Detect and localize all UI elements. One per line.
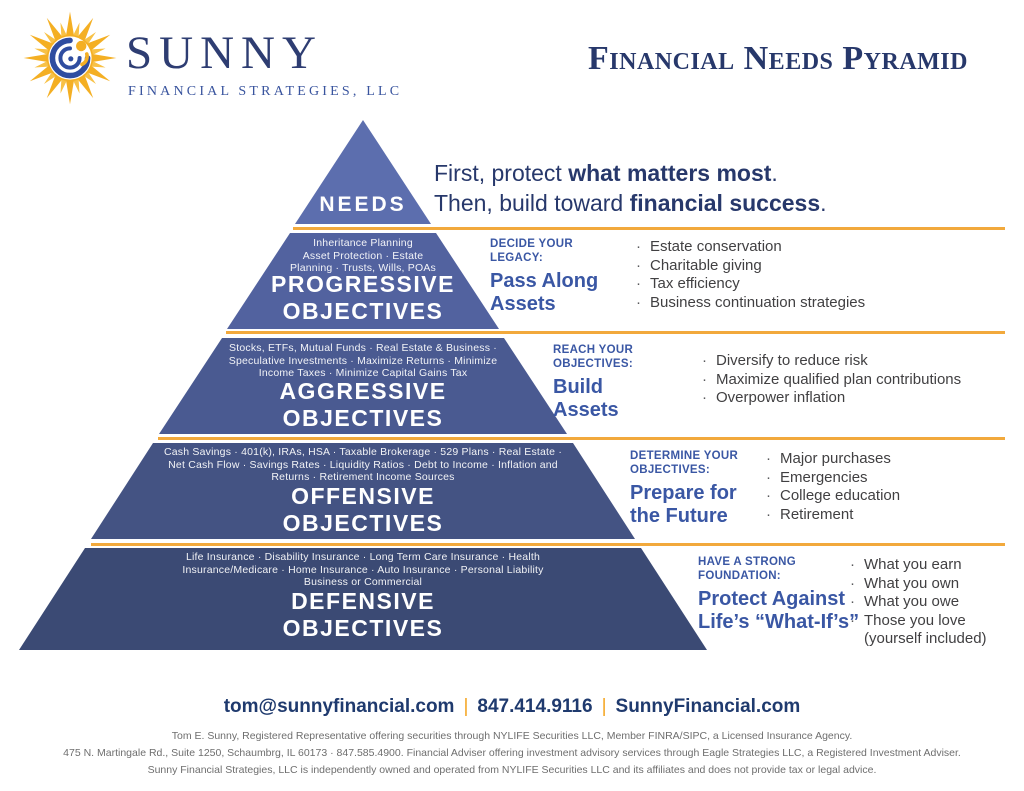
intro-line1: First, protect what matters most. xyxy=(434,160,778,186)
page-title: Financial Needs Pyramid xyxy=(588,40,968,77)
list-item: ·Overpower inflation xyxy=(702,389,846,406)
email-link[interactable]: tom@sunnyfinancial.com xyxy=(223,696,455,717)
sun-logo-icon xyxy=(23,11,117,105)
bullet-dot-icon: · xyxy=(850,556,855,573)
bullet-dot-icon: · xyxy=(636,256,641,274)
defensive-level-title: DEFENSIVE OBJECTIVES xyxy=(282,588,444,641)
intro-tagline: First, protect what matters most. Then, … xyxy=(434,158,827,218)
legal-disclaimer: Tom E. Sunny, Registered Representative … xyxy=(0,728,1024,779)
divider-line-3 xyxy=(158,437,1005,440)
bullet-dot-icon: · xyxy=(766,487,771,504)
bullet-dot-icon: · xyxy=(636,275,641,292)
bullet-dot-icon: · xyxy=(636,238,641,255)
bullet-dot-icon: · xyxy=(636,293,641,311)
list-item: ·What you earn xyxy=(850,556,962,573)
contact-separator: | xyxy=(601,696,607,717)
section-pass-along-assets: DECIDE YOUR LEGACY: Pass Along Assets xyxy=(490,238,598,316)
list-item: ·Emergencies xyxy=(766,468,868,486)
list-item: ·Diversify to reduce risk xyxy=(702,352,868,369)
prepare-for-the-future-bullet-list: ·Major purchases ·Emergencies ·College e… xyxy=(766,450,900,524)
list-item: ·Major purchases xyxy=(766,450,891,467)
list-item: ·Business continuation strategies xyxy=(636,293,866,311)
list-item: ·Tax efficiency xyxy=(636,275,740,292)
section-build-assets: REACH YOUR OBJECTIVES: Build Assets xyxy=(553,344,633,422)
disclaimer-line-1: Tom E. Sunny, Registered Representative … xyxy=(171,730,853,742)
list-item: ·Estate conservation xyxy=(636,238,782,255)
list-item: ·Maximize qualified plan contributions xyxy=(702,370,962,388)
logo-company-subtitle: FINANCIAL STRATEGIES, LLC xyxy=(128,84,403,99)
list-item: ·What you owe xyxy=(850,593,960,610)
bullet-dot-icon: · xyxy=(766,450,771,467)
progressive-level-title: PROGRESSIVE OBJECTIVES xyxy=(271,271,455,324)
list-item: ·What you own xyxy=(850,574,960,592)
list-item: ·Charitable giving xyxy=(636,256,762,274)
section-prepare-for-the-future: DETERMINE YOUR OBJECTIVES: Prepare for t… xyxy=(630,450,738,528)
pyramid-level-defensive xyxy=(19,548,707,650)
section-eyebrow: DETERMINE YOUR OBJECTIVES: xyxy=(630,450,739,476)
section-eyebrow: HAVE A STRONG FOUNDATION: xyxy=(698,556,797,582)
offensive-level-items: Cash Savings · 401(k), IRAs, HSA · Taxab… xyxy=(163,446,563,483)
disclaimer-line-3: Sunny Financial Strategies, LLC is indep… xyxy=(147,764,877,776)
pass-along-assets-bullet-list: ·Estate conservation ·Charitable giving … xyxy=(636,238,865,312)
website-link[interactable]: SunnyFinancial.com xyxy=(615,696,801,717)
bullet-dot-icon: · xyxy=(702,352,707,369)
defensive-level-items: Life Insurance · Disability Insurance · … xyxy=(182,551,544,588)
divider-line-4 xyxy=(91,543,1005,546)
aggressive-level-items: Stocks, ETFs, Mutual Funds · Real Estate… xyxy=(228,342,498,379)
needs-level-label: NEEDS xyxy=(319,193,407,216)
section-heading: Build Assets xyxy=(553,376,619,421)
divider-line-2 xyxy=(226,331,1005,334)
bullet-dot-icon: · xyxy=(766,505,771,523)
pyramid-level-aggressive xyxy=(159,338,567,434)
contact-separator: | xyxy=(463,696,469,717)
bullet-dot-icon: · xyxy=(702,370,707,388)
aggressive-level-title: AGGRESSIVE OBJECTIVES xyxy=(279,378,447,431)
pyramid-level-offensive xyxy=(91,443,635,539)
contact-bar: tom@sunnyfinancial.com | 847.414.9116 | Sunn… xyxy=(0,696,1024,718)
progressive-level-items: Inheritance Planning Asset Protection · … xyxy=(289,237,437,274)
bullet-dot-icon: · xyxy=(850,593,855,610)
divider-line-1 xyxy=(293,227,1005,230)
bullet-dot-icon: · xyxy=(850,611,855,629)
section-heading: Prepare for the Future xyxy=(630,482,737,527)
offensive-level-title: OFFENSIVE OBJECTIVES xyxy=(282,483,444,536)
disclaimer-line-2: 475 N. Martingale Rd., Suite 1250, Schau… xyxy=(63,747,961,759)
build-assets-bullet-list: ·Diversify to reduce risk ·Maximize qual… xyxy=(702,352,961,408)
bullet-dot-icon: · xyxy=(850,574,855,592)
list-item: ·Retirement xyxy=(766,505,854,523)
bullet-dot-icon: · xyxy=(766,468,771,486)
section-protect-against-what-ifs: HAVE A STRONG FOUNDATION: Protect Agains… xyxy=(698,556,859,634)
bullet-dot-icon: · xyxy=(702,389,707,406)
phone-number: 847.414.9116 xyxy=(477,696,593,717)
section-heading: Protect Against Life’s “What-If’s” xyxy=(698,588,860,633)
section-eyebrow: DECIDE YOUR LEGACY: xyxy=(490,238,573,264)
section-eyebrow: REACH YOUR OBJECTIVES: xyxy=(553,344,634,370)
logo-company-name: SUNNY xyxy=(126,27,323,79)
list-item: ·Those you love (yourself included) xyxy=(850,611,987,648)
protect-against-what-ifs-bullet-list: ·What you earn ·What you own ·What you o… xyxy=(850,556,987,649)
list-item: ·College education xyxy=(766,487,901,504)
section-heading: Pass Along Assets xyxy=(490,270,599,315)
intro-line2: Then, build toward financial success. xyxy=(434,190,827,216)
